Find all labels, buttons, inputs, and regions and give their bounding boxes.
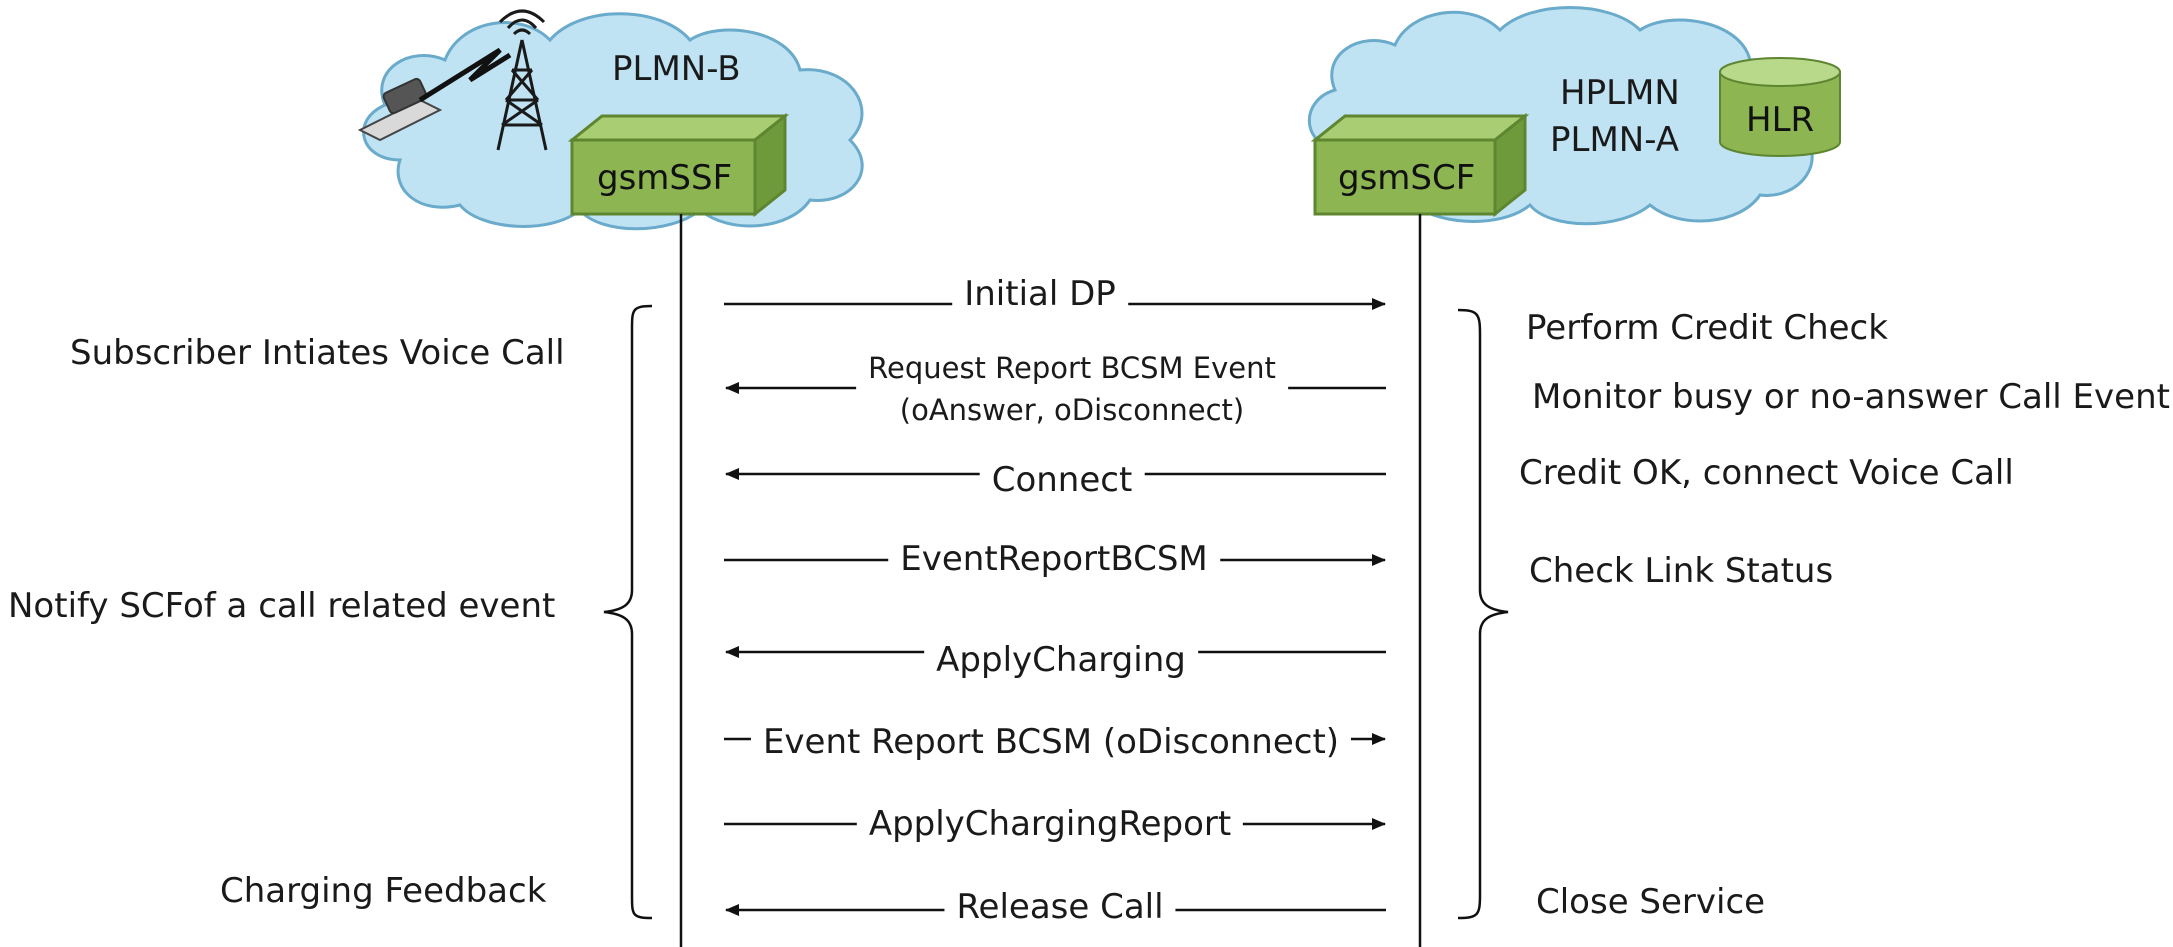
- right-note-monitor-busy: Monitor busy or no-answer Call Event: [1532, 377, 2170, 417]
- left-curly-brace: [603, 304, 653, 920]
- gsmssf-label: gsmSSF: [597, 158, 733, 198]
- left-note-charging-feedback: Charging Feedback: [220, 871, 547, 911]
- right-network-label-line2: PLMN-A: [1550, 120, 1679, 160]
- message-label-connect: Connect: [979, 460, 1145, 500]
- left-note-notify-scf: Notify SCFof a call related event: [8, 586, 556, 626]
- gsmscf-box: [1310, 112, 1530, 218]
- hlr-label: HLR: [1746, 100, 1815, 140]
- message-label-apply-charging: ApplyCharging: [924, 640, 1198, 680]
- gsmscf-label: gsmSCF: [1338, 158, 1476, 198]
- right-curly-brace: [1457, 308, 1509, 920]
- antenna-tower-icon: [496, 9, 548, 151]
- right-note-close-service: Close Service: [1536, 882, 1766, 922]
- message-label-apply-charging-report: ApplyChargingReport: [856, 804, 1244, 844]
- right-note-credit-check: Perform Credit Check: [1526, 308, 1888, 348]
- message-label-release-call: Release Call: [944, 887, 1176, 927]
- left-network-label: PLMN-B: [612, 49, 741, 89]
- mobile-phone-icon: [357, 47, 512, 142]
- left-note-subscriber-initiates: Subscriber Intiates Voice Call: [70, 333, 565, 373]
- gsmssf-box: [567, 112, 790, 218]
- message-label-request-report-sub: (oAnswer, oDisconnect): [899, 393, 1245, 427]
- right-note-credit-ok: Credit OK, connect Voice Call: [1519, 453, 2014, 493]
- right-network-label-line1: HPLMN: [1560, 73, 1680, 113]
- message-label-request-report: Request Report BCSM Event (oAnswer, oDis…: [856, 347, 1288, 431]
- hlr-database-icon: [1719, 57, 1841, 157]
- message-label-event-report-odisconnect: Event Report BCSM (oDisconnect): [750, 722, 1352, 762]
- message-label-initial-dp: Initial DP: [952, 274, 1128, 314]
- right-note-check-link: Check Link Status: [1529, 551, 1834, 591]
- message-label-event-report-bcsm: EventReportBCSM: [888, 539, 1220, 579]
- message-label-request-report-main: Request Report BCSM Event: [868, 351, 1276, 385]
